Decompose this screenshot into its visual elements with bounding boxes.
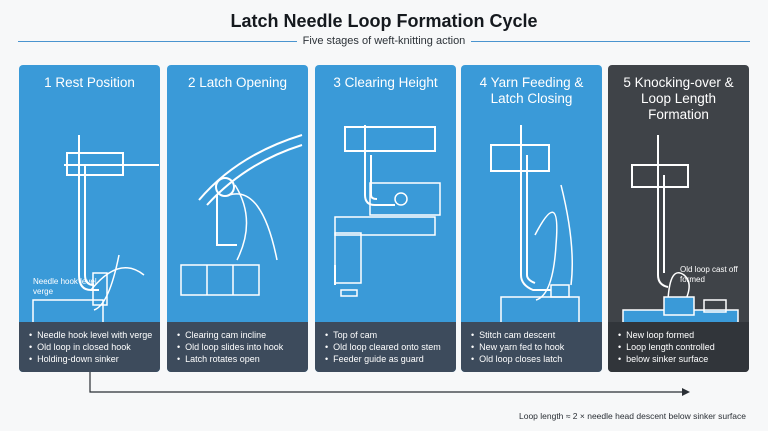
panel-knocking-over: 5 Knocking-over & Loop Length Formation … [608, 65, 749, 372]
caption-item: Holding-down sinker [29, 353, 160, 365]
panel-rest-position: 1 Rest Position Needle hook level verge … [19, 65, 160, 372]
caption-list: Clearing cam incline Old loop slides int… [167, 322, 308, 372]
caption-item: Old loop slides into hook [177, 341, 308, 353]
panel-title: 4 Yarn Feeding & Latch Closing [479, 75, 584, 106]
needle-figure [334, 125, 441, 297]
caption-item: New loop formed [618, 329, 749, 341]
footnote: Loop length ≈ 2 × needle head descent be… [518, 411, 746, 421]
panel-title: 5 Knocking-over & Loop Length Formation [623, 75, 734, 122]
diagram-title: Latch Needle Loop Formation Cycle [230, 11, 538, 31]
diagram-subtitle: Five stages of weft-knitting action [0, 35, 768, 47]
panel-yarn-feeding: 4 Yarn Feeding & Latch Closing Stitch ca… [461, 65, 602, 372]
panel-latch-opening: 2 Latch Opening Clearing cam incline Old… [167, 65, 308, 372]
caption-item: Old loop closes latch [471, 353, 602, 365]
needle-figure [180, 134, 303, 296]
caption-item: New yarn fed to hook [471, 341, 602, 353]
caption-item: Old loop cleared onto stem [325, 341, 456, 353]
caption-item: Top of cam [325, 329, 456, 341]
caption-item: Latch rotates open [177, 353, 308, 365]
caption-item: Feeder guide as guard [325, 353, 456, 365]
figure-label: Needle hook level verge [33, 277, 97, 296]
caption-item: Clearing cam incline [177, 329, 308, 341]
panel-title: 2 Latch Opening [187, 75, 288, 90]
needle-figure [490, 125, 580, 325]
flow-arrow [89, 372, 690, 396]
caption-list: Stitch cam descent New yarn fed to hook … [461, 322, 602, 372]
panel-title: 1 Rest Position [44, 75, 135, 90]
caption-list: New loop formed Loop length controlled b… [608, 322, 749, 372]
needle-figure [32, 135, 159, 325]
caption-item: Stitch cam descent [471, 329, 602, 341]
caption-item: Old loop in closed hook [29, 341, 160, 353]
panel-title: 3 Clearing Height [333, 75, 438, 90]
caption-list: Top of cam Old loop cleared onto stem Fe… [315, 322, 456, 372]
figure-label: Old loop cast off formed [680, 265, 738, 284]
needle-figure [622, 135, 739, 325]
panel-clearing-height: 3 Clearing Height Top of cam Old loop cl… [315, 65, 456, 372]
caption-list: Needle hook level with verge Old loop in… [19, 322, 160, 372]
caption-item: Needle hook level with verge [29, 329, 160, 341]
caption-item: below sinker surface [618, 353, 749, 365]
caption-item: Loop length controlled [618, 341, 749, 353]
